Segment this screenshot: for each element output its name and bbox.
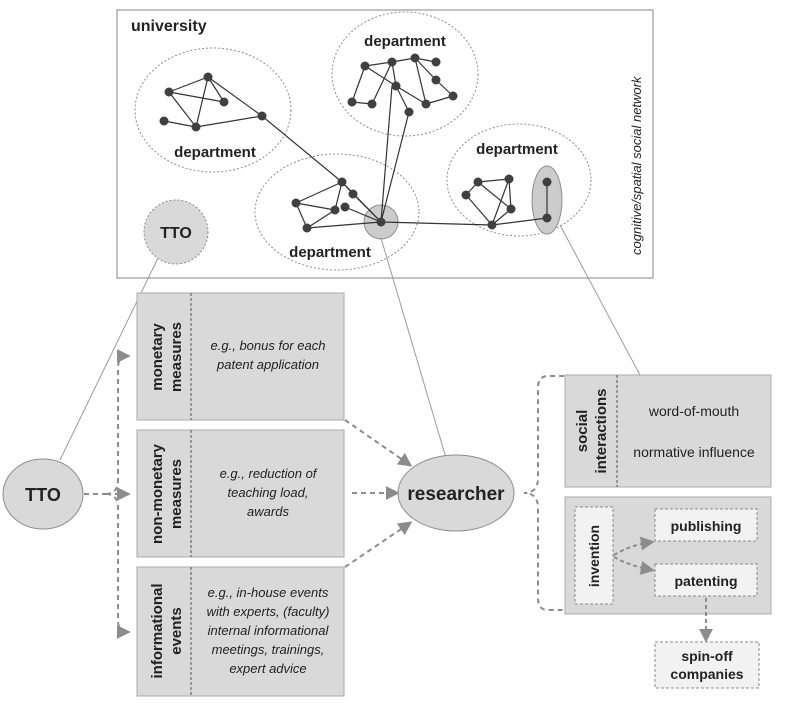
department-label-top: department	[364, 33, 446, 50]
measure-title-non-monetary-2: measures	[168, 459, 185, 529]
department-label-bottom: department	[289, 244, 371, 261]
university-label: university	[131, 18, 207, 35]
social-item-normative-influence: normative influence	[633, 444, 755, 460]
researcher-label: researcher	[407, 484, 505, 505]
department-label-left: department	[174, 144, 256, 161]
measure-desc-non-monetary-3: awards	[247, 504, 289, 519]
measures-to-researcher-arrows	[344, 419, 413, 568]
measure-title-monetary-1: monetary	[149, 323, 166, 391]
measure-title-monetary-2: measures	[168, 322, 185, 392]
measure-desc-informational-1: e.g., in-house events	[208, 585, 329, 600]
social-title-1: social	[574, 410, 591, 453]
measure-desc-non-monetary-1: e.g., reduction of	[220, 466, 318, 481]
social-title-2: interactions	[593, 388, 610, 473]
department-cloud-top	[331, 11, 479, 137]
spinoff-label-1: spin-off	[681, 648, 733, 664]
measure-desc-informational-2: with experts, (faculty)	[207, 604, 330, 619]
measure-desc-non-monetary-2: teaching load,	[228, 485, 309, 500]
department-cloud-left	[134, 47, 292, 173]
tto-node	[2, 458, 84, 530]
spinoff-node	[654, 641, 760, 689]
measure-box-non-monetary: non-monetary measures e.g., reduction of…	[136, 429, 345, 558]
measure-desc-informational-5: expert advice	[229, 661, 306, 676]
measure-box-informational: informational events e.g., in-house even…	[136, 566, 345, 697]
tto-to-measures-arrows	[84, 349, 131, 639]
publishing-node	[654, 508, 758, 542]
measure-title-informational-2: events	[168, 607, 185, 655]
invention-node	[574, 506, 614, 605]
measure-desc-informational-3: internal informational	[208, 623, 330, 638]
measure-title-non-monetary-1: non-monetary	[149, 443, 166, 544]
measure-desc-monetary-1: e.g., bonus for each	[211, 338, 326, 353]
researcher-to-outcomes-brace	[523, 375, 564, 611]
patenting-node	[654, 563, 758, 597]
university-tto-node	[143, 199, 209, 265]
tto-label: TTO	[25, 485, 61, 505]
measure-title-informational-1: informational	[149, 583, 166, 678]
social-interactions-box: social interactions word-of-mouth normat…	[564, 374, 772, 488]
spinoff-label-2: companies	[670, 666, 743, 682]
university-tto-label: TTO	[160, 225, 192, 242]
measure-desc-monetary-2: patent application	[216, 357, 319, 372]
invention-outputs-box: invention publishing patenting	[564, 496, 772, 615]
measure-desc-informational-4: meetings, trainings,	[212, 642, 325, 657]
researcher-node	[397, 454, 515, 532]
publishing-label: publishing	[671, 518, 742, 534]
social-item-word-of-mouth: word-of-mouth	[648, 403, 739, 419]
patenting-label: patenting	[675, 573, 738, 589]
invention-label: invention	[586, 525, 602, 587]
measure-box-monetary: monetary measures e.g., bonus for each p…	[136, 292, 345, 421]
social-network-side-label: cognitive/spatial social network	[629, 75, 644, 255]
department-label-right: department	[476, 141, 558, 158]
